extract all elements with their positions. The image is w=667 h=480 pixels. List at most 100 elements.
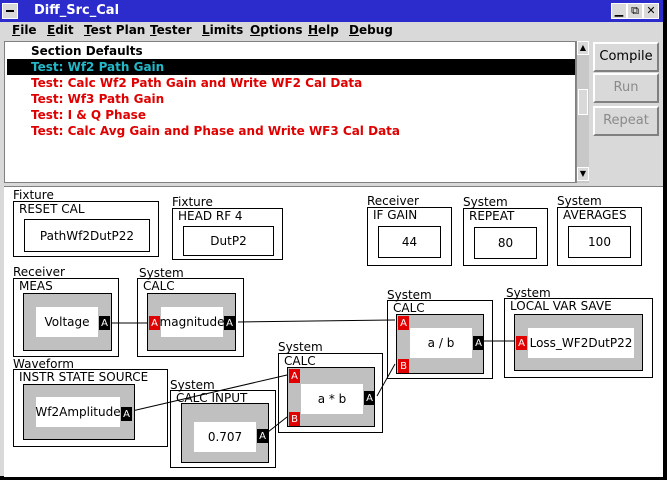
block-instr-state-source[interactable]: INSTR STATE SOURCE Wf2Amplitude A [13,369,168,447]
output-port-a[interactable]: A [473,336,484,350]
list-item[interactable]: Test: Calc Wf2 Path Gain and Write WF2 C… [31,76,363,90]
menu-edit[interactable]: Edit [47,23,74,37]
block-reset-cal[interactable]: RESET CAL PathWf2DutP22 [13,201,159,257]
close-button[interactable]: ✕ [643,3,659,19]
block-title: CALC INPUT [176,391,248,405]
value-field[interactable]: a / b [410,328,472,358]
input-port-a[interactable]: A [289,369,300,383]
compile-button[interactable]: Compile [593,42,659,72]
wire-amplitude-to-mul-a [131,374,288,412]
output-port-a[interactable]: A [257,429,268,443]
input-port-a[interactable]: A [398,316,409,330]
block-calc-magnitude[interactable]: CALC A magnitude A [137,278,244,357]
menu-help[interactable]: Help [308,23,339,37]
section-label: Receiver [367,194,419,208]
block-body: Voltage A [23,293,112,351]
block-title: REPEAT [469,209,515,223]
block-calc-multiply[interactable]: CALC A a * b A B [278,353,383,433]
menu-debug[interactable]: Debug [349,23,393,37]
value-field[interactable]: Loss_WF2DutP22 [528,328,634,358]
value-field[interactable]: a * b [301,384,363,414]
block-meas[interactable]: MEAS Voltage A [13,278,119,357]
output-port-a[interactable]: A [121,407,132,421]
list-scrollbar[interactable]: ▲ ▼ [576,41,589,183]
block-title: HEAD RF 4 [178,209,243,223]
value-field[interactable]: 80 [474,227,537,259]
value-field[interactable]: DutP2 [183,226,274,256]
value-field[interactable]: magnitude [160,307,224,337]
output-port-a[interactable]: A [99,316,110,330]
input-port-b[interactable]: B [289,412,300,426]
block-body: A Loss_WF2DutP22 [514,314,643,371]
test-flow-canvas[interactable]: Fixture RESET CAL PathWf2DutP22 Fixture … [4,186,663,477]
wire-magnitude-to-div-a [237,319,396,323]
restore-button[interactable]: ⧉ [627,3,643,19]
block-body: A a / b A B [396,314,484,374]
arrow-down-icon: ▼ [579,169,587,178]
output-port-a[interactable]: A [364,391,375,405]
run-button[interactable]: Run [593,73,659,103]
menu-file[interactable]: File [12,23,37,37]
section-label: Fixture [172,195,213,209]
input-port-b[interactable]: B [398,359,409,373]
menu-test-plan[interactable]: Test Plan [84,23,146,37]
block-title: CALC [284,354,316,368]
repeat-button[interactable]: Repeat [593,106,659,136]
list-item[interactable]: Test: Wf3 Path Gain [31,92,165,106]
section-label: System [170,378,215,392]
close-icon: ✕ [646,4,656,17]
block-calc-divide[interactable]: CALC A a / b A B [387,300,493,379]
value-field[interactable]: 0.707 [194,422,256,452]
section-label: System [278,340,323,354]
block-title: LOCAL VAR SAVE [510,299,612,313]
block-title: CALC [143,279,175,293]
block-body: 0.707 A [181,403,269,463]
menu-limits[interactable]: Limits [202,23,244,37]
block-title: IF GAIN [373,208,418,222]
list-item-section-defaults[interactable]: Section Defaults [31,44,143,58]
scroll-up-button[interactable]: ▲ [577,41,589,55]
menu-bar: File Edit Test Plan Tester Limits Option… [0,22,663,41]
value-field[interactable]: Voltage [36,307,98,337]
block-body: A a * b A B [287,367,375,427]
system-menu-button[interactable] [2,3,18,19]
section-label: System [463,195,508,209]
block-if-gain[interactable]: IF GAIN 44 [367,207,452,266]
input-port-a[interactable]: A [149,316,160,330]
value-field[interactable]: Wf2Amplitude [35,397,121,427]
block-averages[interactable]: AVERAGES 100 [557,207,642,266]
list-item[interactable]: Test: I & Q Phase [31,108,146,122]
value-field[interactable]: 44 [378,226,441,258]
section-label: Receiver [13,265,65,279]
block-repeat[interactable]: REPEAT 80 [463,208,548,266]
list-item[interactable]: Test: Calc Avg Gain and Phase and Write … [31,124,400,138]
block-body: Wf2Amplitude A [23,384,135,440]
block-body: A magnitude A [147,293,236,351]
scroll-down-button[interactable]: ▼ [577,167,589,181]
block-title: INSTR STATE SOURCE [19,370,149,384]
list-item-selected[interactable]: Test: Wf2 Path Gain [7,59,575,75]
section-label: Waveform [13,357,74,371]
window-title: Diff_Src_Cal [34,3,120,18]
minimize-button[interactable]: ▁ [611,3,627,19]
value-field[interactable]: 100 [568,226,631,258]
wire-input-to-mul-b [267,416,288,433]
block-calc-input[interactable]: CALC INPUT 0.707 A [170,390,276,468]
output-port-a[interactable]: A [224,316,235,330]
menu-tester[interactable]: Tester [150,23,192,37]
minimize-icon: ▁ [614,4,624,17]
value-field[interactable]: PathWf2DutP22 [24,219,150,252]
block-local-var-save[interactable]: LOCAL VAR SAVE A Loss_WF2DutP22 [504,298,653,378]
block-head-rf[interactable]: HEAD RF 4 DutP2 [172,208,283,260]
input-port-a[interactable]: A [516,336,527,350]
section-label: System [506,286,551,300]
section-label: System [387,288,432,302]
wire-mul-to-div-b [376,363,396,397]
test-plan-list[interactable]: Section Defaults Test: Wf2 Path Gain Tes… [4,41,576,183]
menu-options[interactable]: Options [250,23,303,37]
scroll-thumb[interactable] [578,89,588,115]
arrow-up-icon: ▲ [579,43,587,52]
title-bar[interactable]: Diff_Src_Cal ▁ ⧉ ✕ [0,0,663,22]
block-title: AVERAGES [563,208,627,222]
